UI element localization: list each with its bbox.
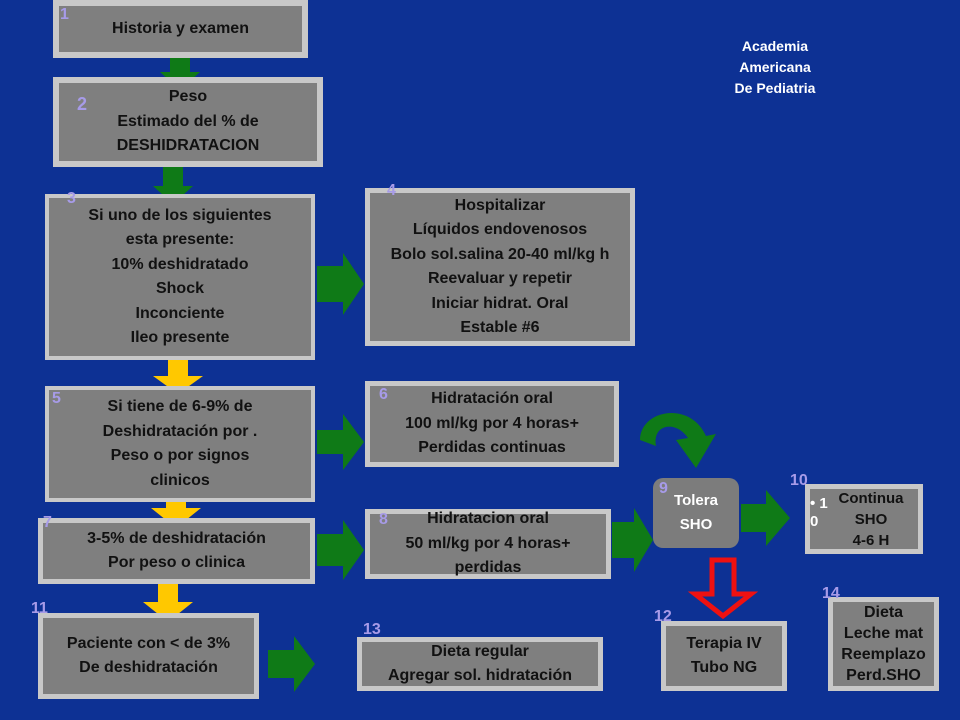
box-line: Hidratación oral xyxy=(431,390,553,408)
box-line: De deshidratación xyxy=(79,659,218,676)
step-number-4: 4 xyxy=(387,182,396,199)
box-line: Ileo presente xyxy=(130,329,230,346)
box-line: Perdidas continuas xyxy=(418,439,566,457)
arrow-curved-loop xyxy=(640,412,716,468)
box-line: Terapia IV xyxy=(686,634,762,652)
box-line: Hospitalizar xyxy=(454,196,546,214)
credit-academia: Academia Americana De Pediatria xyxy=(700,36,850,99)
box-line: perdidas xyxy=(454,559,522,577)
box-line: Líquidos endovenosos xyxy=(412,221,588,238)
box-minima: Paciente con < de 3% De deshidratación xyxy=(38,613,259,699)
box-line: Dieta xyxy=(863,604,904,621)
credit-line: De Pediatria xyxy=(734,80,816,96)
box-line: 3-5% de deshidratación xyxy=(87,529,266,547)
box-line: Iniciar hidrat. Oral xyxy=(431,294,569,312)
box-line: Bolo sol.salina 20-40 ml/kg h xyxy=(390,245,610,263)
box-line: 100 ml/kg por 4 horas+ xyxy=(405,414,579,432)
arrow-down-7-11 xyxy=(143,582,193,622)
box-line: 10% deshidratado xyxy=(111,255,249,273)
arrow-right-8-9 xyxy=(612,508,653,572)
box-hidrat50: Hidratacion oral 50 ml/kg por 4 horas+ p… xyxy=(365,509,611,579)
box-line: Hidratacion oral xyxy=(427,510,549,528)
step-number-11: 11 xyxy=(31,600,48,617)
arrow-down-3-5 xyxy=(153,358,203,394)
step-number-2: 2 xyxy=(77,94,88,114)
box-criterios: Si uno de los siguientes esta presente: … xyxy=(45,194,315,360)
step-number-13: 13 xyxy=(363,621,381,638)
step-number-1: 1 xyxy=(60,6,69,23)
box-line: Leche mat xyxy=(843,625,924,642)
arrow-right-9-10 xyxy=(741,490,790,546)
box-line: Paciente con < de 3% xyxy=(66,634,231,652)
box-line: 50 ml/kg por 4 horas+ xyxy=(405,534,571,552)
box-line: Shock xyxy=(155,280,204,297)
box-line: Estable #6 xyxy=(460,319,540,336)
box-peso: Peso Estimado del % de DESHIDRATACION xyxy=(53,77,323,167)
step-number-6: 6 xyxy=(379,386,388,403)
step-number-8: 8 xyxy=(379,511,388,528)
box-line: SHO xyxy=(854,510,888,528)
continua-bullet-zero: 0 xyxy=(810,513,819,530)
continua-bullet: • 1 xyxy=(810,495,828,512)
arrow-right-11-13 xyxy=(268,636,315,692)
box-hidrat100: Hidratación oral 100 ml/kg por 4 horas+ … xyxy=(365,381,619,467)
box-hospitalizar: Hospitalizar Líquidos endovenosos Bolo s… xyxy=(365,188,635,346)
step-number-3: 3 xyxy=(67,190,76,207)
box-line: Si tiene de 6-9% de xyxy=(107,398,253,415)
box-line: Inconciente xyxy=(135,304,225,322)
box-line: Estimado del % de xyxy=(117,112,259,130)
box-line: Tolera xyxy=(674,492,718,509)
box-historia: Historia y examen xyxy=(53,0,308,58)
arrow-down-9-12 xyxy=(687,557,759,620)
box-line: SHO xyxy=(679,516,713,533)
box-line: Deshidratación por . xyxy=(102,422,258,440)
box-line: Peso o por signos xyxy=(110,447,250,464)
box-dieta-regular: Dieta regular Agregar sol. hidratación xyxy=(357,637,603,691)
box-tolera: Tolera SHO xyxy=(653,478,739,548)
credit-line: Academia xyxy=(741,38,809,54)
step-number-7: 7 xyxy=(43,514,52,531)
box-line: Reemplazo xyxy=(841,646,926,663)
box-line: Peso xyxy=(168,88,208,106)
box-line: Agregar sol. hidratación xyxy=(387,667,573,684)
box-moderada: Si tiene de 6-9% de Deshidratación por .… xyxy=(45,386,315,502)
box-line: Por peso o clinica xyxy=(108,554,245,571)
box-line: Continua xyxy=(838,489,904,507)
box-line: Dieta regular xyxy=(431,642,529,660)
box-line: Si uno de los siguientes xyxy=(88,206,272,224)
box-line: clinicos xyxy=(150,471,210,489)
step-number-5: 5 xyxy=(52,390,61,407)
box-line: Historia y examen xyxy=(112,19,249,37)
arrow-right-3-4 xyxy=(317,253,364,315)
box-line: Perd.SHO xyxy=(846,667,921,684)
box-line: 4-6 H xyxy=(852,531,890,549)
box-line: Reevaluar y repetir xyxy=(427,270,573,287)
box-leve: 3-5% de deshidratación Por peso o clinic… xyxy=(38,518,315,584)
box-line: DESHIDRATACION xyxy=(116,137,260,155)
arrow-right-5-6 xyxy=(317,414,364,470)
step-number-9: 9 xyxy=(659,480,668,497)
step-number-10: 10 xyxy=(790,472,808,489)
box-continua: Continua SHO 4-6 H xyxy=(805,484,923,554)
step-number-14: 14 xyxy=(822,585,840,602)
step-number-12: 12 xyxy=(654,608,672,625)
box-dieta: Dieta Leche mat Reemplazo Perd.SHO xyxy=(828,597,939,691)
arrow-right-7-8 xyxy=(317,520,364,580)
box-line: esta presente: xyxy=(125,231,235,248)
box-terapia: Terapia IV Tubo NG xyxy=(661,621,787,691)
credit-line: Americana xyxy=(739,59,811,75)
box-line: Tubo NG xyxy=(690,659,758,676)
